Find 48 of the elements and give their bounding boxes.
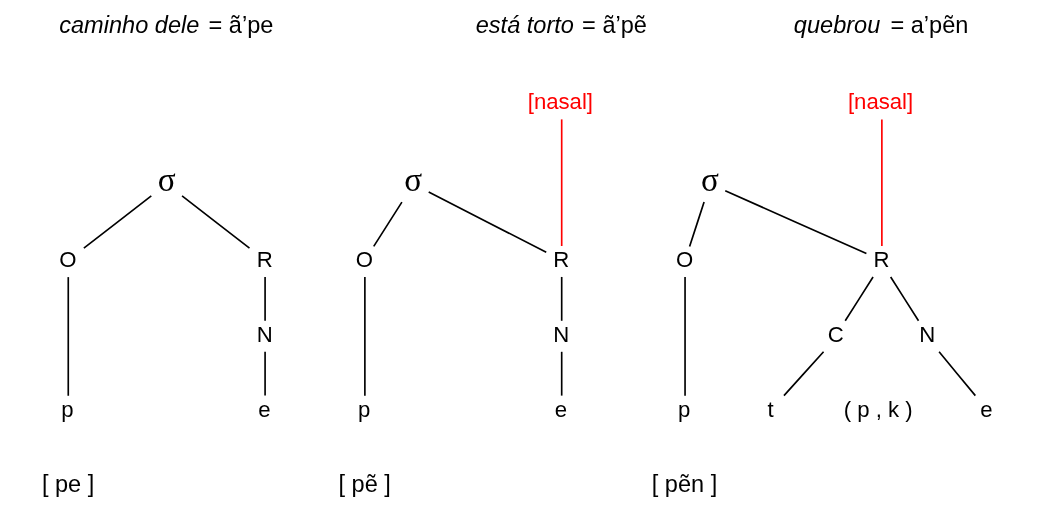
connector — [372, 201, 403, 248]
node-text: C — [827, 321, 844, 347]
node-text: N — [256, 321, 273, 347]
label: [ pẽ ] — [338, 470, 391, 497]
connector — [880, 118, 883, 247]
node-text: R — [552, 246, 569, 272]
connector — [363, 276, 366, 397]
connector — [263, 276, 266, 322]
node-text: p — [677, 396, 690, 422]
node-text: e — [554, 396, 567, 422]
node-text: R — [873, 246, 890, 272]
connector — [937, 350, 976, 397]
node-label: ( p , k ) — [843, 396, 913, 422]
label: está torto = ã’pẽ — [475, 12, 647, 39]
node-text: t — [767, 396, 774, 422]
connector — [889, 276, 919, 322]
node-text: N — [918, 321, 935, 347]
node-text: p — [60, 396, 74, 422]
node-text: [nasal] — [847, 88, 913, 114]
connector — [82, 195, 152, 250]
node-text: σ — [403, 161, 422, 199]
connector — [560, 276, 563, 322]
connector — [263, 350, 266, 397]
node-text: e — [979, 396, 993, 422]
node-text: e — [257, 396, 270, 422]
node-text: σ — [700, 161, 719, 199]
connector — [560, 118, 563, 247]
connector — [180, 195, 250, 250]
connector — [723, 189, 867, 255]
label: [ pẽn ] — [651, 470, 717, 497]
label: quebrou = a’pẽn — [793, 12, 968, 39]
node-text: N — [552, 321, 569, 347]
connector — [427, 191, 547, 254]
node-text: O — [58, 246, 76, 272]
node-text: O — [675, 246, 693, 272]
node-text: [nasal] — [527, 88, 593, 114]
connector — [782, 350, 824, 397]
node-text: p — [357, 396, 370, 422]
connector — [560, 350, 563, 397]
connector — [66, 276, 69, 397]
connector — [843, 276, 874, 322]
connector — [688, 201, 705, 248]
node-text: R — [256, 246, 273, 272]
label: caminho dele = ã’pe — [58, 12, 273, 39]
node-text: O — [355, 246, 373, 272]
node-text: σ — [157, 161, 176, 199]
label: [ pe ] — [41, 470, 94, 497]
connector — [683, 276, 686, 397]
